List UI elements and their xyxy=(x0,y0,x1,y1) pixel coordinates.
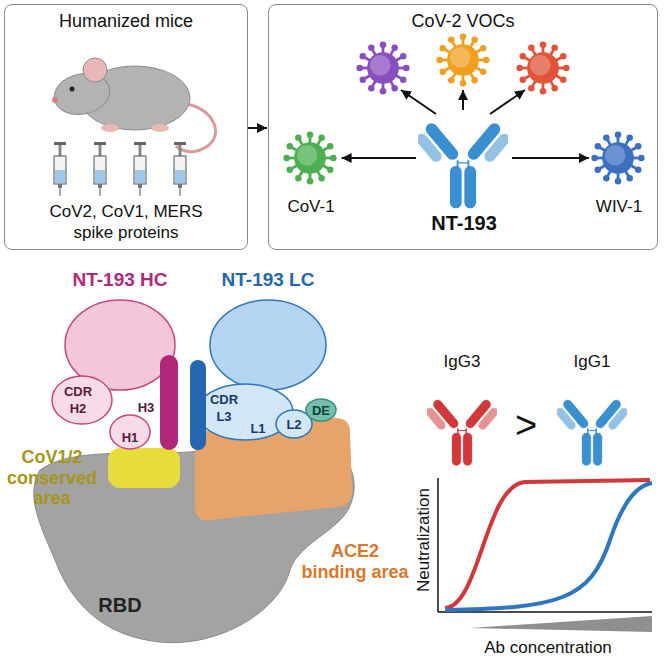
syringes xyxy=(54,142,186,196)
virus-node: CoV-1 xyxy=(281,129,340,223)
node-title: WIV-1 xyxy=(596,197,642,217)
isotype-label: IgG3 xyxy=(444,352,481,372)
binding-arrows xyxy=(462,90,464,110)
mouse-figure xyxy=(70,87,75,92)
syringes xyxy=(94,142,106,196)
antibody-nt193 xyxy=(412,120,513,209)
isotype-label: IgG1 xyxy=(574,352,611,372)
cdr-label: DE xyxy=(312,404,330,419)
mouse-figure xyxy=(52,97,58,103)
chain-label: NT-193 HC xyxy=(72,269,167,291)
virus-particles xyxy=(356,41,409,94)
cdr-label: CDR xyxy=(64,385,92,400)
binding-arrows xyxy=(401,90,525,114)
cdr-label: L3 xyxy=(216,410,231,425)
syringes xyxy=(54,142,66,196)
light-chain xyxy=(190,360,206,450)
neutralization-chart xyxy=(438,478,652,632)
virus-particles xyxy=(283,131,336,184)
neutralization-chart xyxy=(438,611,652,613)
concentration-wedge xyxy=(470,616,652,632)
igg1-curve xyxy=(445,483,652,610)
area-label: CoV1/2 conserved area xyxy=(4,447,100,509)
light-chain xyxy=(306,399,336,421)
node-title: CoV-1 xyxy=(287,197,334,217)
syringes xyxy=(134,142,146,196)
igg-antibodies xyxy=(423,398,631,466)
igg-antibodies xyxy=(423,398,501,466)
virus-particles xyxy=(591,131,644,184)
panel-box: Humanized miceCoV2, CoV1, MERS spike pro… xyxy=(4,4,248,250)
heavy-chain xyxy=(160,355,178,450)
heavy-chain xyxy=(110,415,150,449)
conserved-area xyxy=(108,448,180,488)
panel-box: CoV-2 VOCsNT-193 CoV-1 WIV-1 xyxy=(268,4,658,250)
igg-antibodies xyxy=(553,398,631,466)
node-title: NT-193 xyxy=(431,211,497,235)
connector-arrow xyxy=(248,127,267,129)
mouse-figure xyxy=(151,124,169,132)
cdr-label: H3 xyxy=(138,401,155,416)
binding-arrows xyxy=(401,90,436,114)
binding-arrows xyxy=(490,90,525,114)
cdr-label: L2 xyxy=(286,418,301,433)
node-title: Humanized mice xyxy=(59,11,193,33)
axis-label: Neutralization xyxy=(414,488,434,592)
antibody-node: NT-193 xyxy=(416,101,512,241)
virus-particles xyxy=(516,41,569,94)
mouse-figure xyxy=(83,58,107,82)
virus-node: WIV-1 xyxy=(590,129,648,223)
area-label: ACE2 binding area xyxy=(299,541,411,582)
cdr-label: H2 xyxy=(70,402,87,417)
igg3-curve xyxy=(445,480,650,608)
syringes xyxy=(174,142,186,196)
light-chain xyxy=(210,300,326,390)
mouse-figure xyxy=(101,124,119,132)
light-chain xyxy=(190,300,336,450)
comparison-sign: > xyxy=(515,404,537,448)
heavy-chain xyxy=(52,376,112,424)
cdr-label: H1 xyxy=(122,431,139,446)
neutralization-chart xyxy=(437,478,439,612)
domain-label: RBD xyxy=(98,594,141,617)
cdr-label: CDR xyxy=(210,393,238,408)
connector-arrow xyxy=(342,157,416,159)
antibody-nt193 xyxy=(412,120,513,209)
node-title: CoV-2 VOCs xyxy=(411,11,514,33)
mouse-figure xyxy=(50,58,215,152)
virus-particles xyxy=(436,33,489,86)
node-body: CoV2, CoV1, MERS spike proteins xyxy=(36,202,216,243)
chain-label: NT-193 LC xyxy=(222,269,315,291)
connector-arrow xyxy=(512,157,589,159)
virus-particles xyxy=(283,33,644,184)
cdr-label: L1 xyxy=(250,422,265,437)
heavy-chain xyxy=(52,300,178,450)
axis-label: Ab concentration xyxy=(484,638,612,658)
